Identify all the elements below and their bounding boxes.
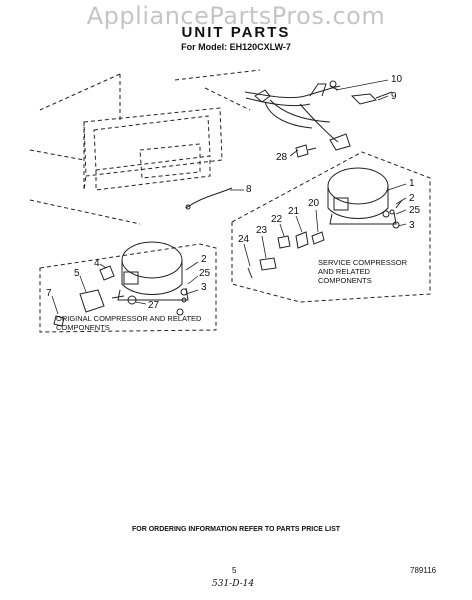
callout-4: 4 [94,258,100,269]
wiring-harness [244,80,393,158]
cabinet-outline [29,69,261,225]
original-group-label: ORIGINAL COMPRESSOR AND RELATED COMPONEN… [56,314,202,332]
original-group-outline [39,243,217,333]
original-small-parts [53,265,187,327]
capillary-tube [185,187,233,209]
callout-2-original: 2 [201,254,207,265]
callout-25-service: 25 [409,205,421,216]
model-subtitle: For Model: EH120CXLW-7 [181,42,291,52]
capillary-end [185,204,191,210]
service-group-outline [231,151,431,303]
callout-8: 8 [246,184,252,195]
callout-3-service: 3 [409,220,415,231]
service-compressor [327,167,403,225]
callout-22: 22 [271,214,283,225]
page-title: UNIT PARTS [181,24,291,41]
callout-20: 20 [308,198,320,209]
page-number: 5 [232,566,237,575]
original-group-label-box: ORIGINAL COMPRESSOR AND RELATED COMPONEN… [56,314,202,332]
callout-24: 24 [238,234,250,245]
leader-lines [51,79,407,315]
ordering-note: FOR ORDERING INFORMATION REFER TO PARTS … [131,526,341,533]
callout-23: 23 [256,225,268,236]
callout-5: 5 [74,268,80,279]
handwritten-note: 531-D-14 [212,579,255,589]
callout-9: 9 [391,91,397,102]
callout-2-service: 2 [409,193,415,204]
callout-1: 1 [409,178,415,189]
document-number: 789116 [410,566,437,575]
service-group-label-box: SERVICE COMPRESSOR AND RELATED COMPONENT… [318,258,408,285]
service-small-parts [247,209,400,279]
callout-21: 21 [288,206,300,217]
callout-10: 10 [391,74,403,85]
callout-28: 28 [276,152,288,163]
callout-25-original: 25 [199,268,211,279]
callout-27: 27 [148,300,160,311]
service-group-label: SERVICE COMPRESSOR AND RELATED COMPONENT… [318,258,408,285]
callout-7: 7 [46,288,52,299]
callout-3-original: 3 [201,282,207,293]
